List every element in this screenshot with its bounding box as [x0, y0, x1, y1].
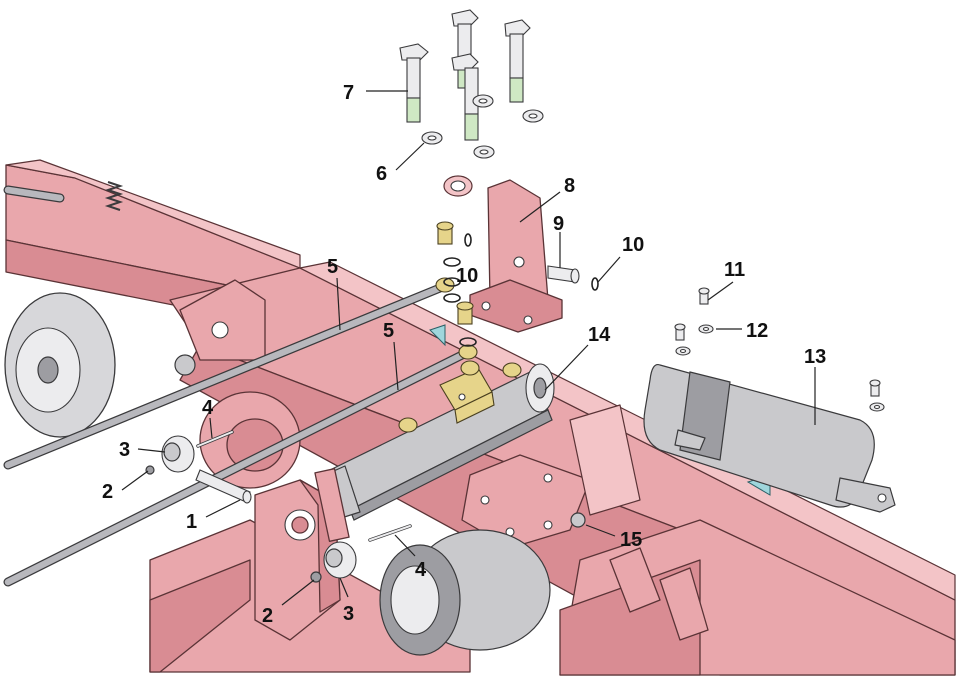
washers-6 [421, 94, 544, 159]
spring [104, 181, 124, 211]
pin-9 [547, 265, 580, 284]
washers-12 [675, 324, 885, 412]
callout-12: 12 [746, 320, 768, 342]
callout-5: 5 [327, 256, 338, 278]
callout-15: 15 [620, 529, 642, 551]
rod-5-lower [3, 344, 478, 587]
callout-10: 10 [622, 234, 644, 256]
left-wheel [4, 292, 116, 438]
bush-3 [161, 435, 357, 579]
callout-4: 4 [415, 559, 427, 581]
bolt-7a [399, 43, 429, 123]
callout-9: 9 [553, 213, 564, 235]
fittings-10 [436, 221, 599, 347]
accumulator [643, 363, 896, 513]
callout-10: 10 [456, 265, 478, 287]
hydraulic-cylinder [314, 360, 555, 542]
leader-lines [121, 90, 816, 606]
callout-13: 13 [804, 346, 826, 368]
bolt-7c [504, 19, 531, 103]
callout-11: 11 [724, 259, 745, 281]
callout-8: 8 [564, 175, 575, 197]
callout-2: 2 [262, 605, 273, 627]
callout-14: 14 [588, 324, 611, 346]
callout-3: 3 [343, 603, 354, 625]
rod-5-upper [3, 277, 455, 470]
bolt-7d [451, 53, 479, 141]
callout-4: 4 [202, 397, 214, 419]
callout-6: 6 [376, 163, 387, 185]
callout-1: 1 [186, 511, 197, 533]
bracket-8 [443, 175, 563, 333]
pin-4 [196, 430, 412, 542]
callout-3: 3 [119, 439, 130, 461]
nut-2 [145, 465, 322, 583]
callout-7: 7 [343, 82, 354, 104]
callouts: 1 2 2 3 3 4 4 5 5 6 7 8 9 10 10 11 12 13… [102, 82, 826, 627]
disc [199, 391, 301, 489]
bolts-11 [674, 287, 881, 397]
rear-wheel [379, 529, 551, 656]
callout-2: 2 [102, 481, 113, 503]
spring-pin-1 [195, 469, 252, 504]
rod-upper-left [3, 185, 65, 203]
callout-5: 5 [383, 320, 394, 342]
